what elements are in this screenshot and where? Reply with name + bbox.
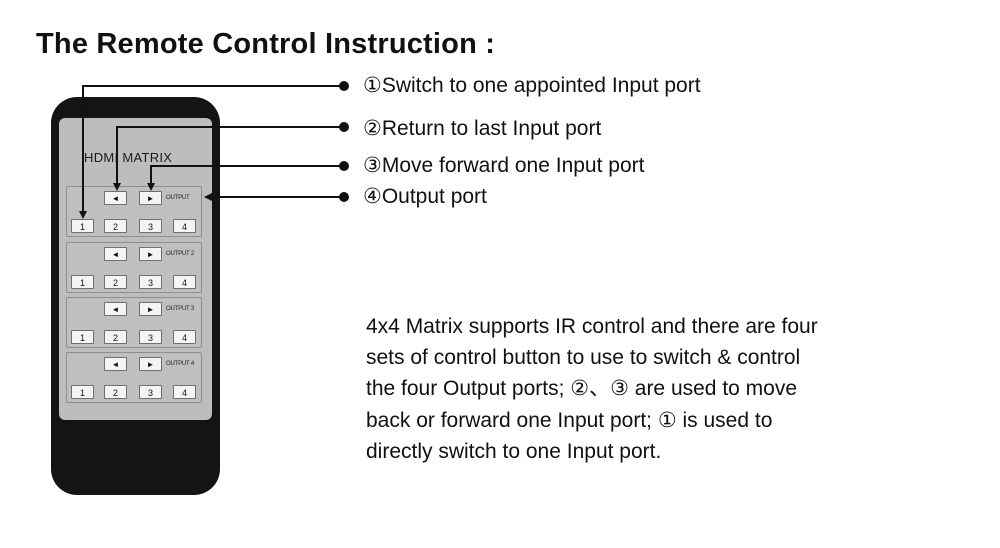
output-2-next-input-button[interactable]: ► (139, 247, 162, 261)
output-4-label: OUTPUT 4 (166, 361, 194, 367)
output-1-next-input-button[interactable]: ► (139, 191, 162, 205)
output-4-input-1-button[interactable]: 1 (71, 385, 94, 399)
output-3-input-1-button[interactable]: 1 (71, 330, 94, 344)
output-2-input-3-button[interactable]: 3 (139, 275, 162, 289)
callout-4-dot (339, 192, 349, 202)
callout-1-dot (339, 81, 349, 91)
callout-3-text: ③Move forward one Input port (363, 154, 645, 177)
output-1-input-4-button[interactable]: 4 (173, 219, 196, 233)
page-title: The Remote Control Instruction : (36, 28, 496, 60)
callout-3-dot (339, 161, 349, 171)
callout-4-text: ④Output port (363, 185, 487, 208)
output-2-input-2-button[interactable]: 2 (104, 275, 127, 289)
output-3-previous-input-button[interactable]: ◄ (104, 302, 127, 316)
output-3-input-3-button[interactable]: 3 (139, 330, 162, 344)
description-line: sets of control button to use to switch … (366, 346, 801, 370)
output-4-input-4-button[interactable]: 4 (173, 385, 196, 399)
callout-1-text: ①Switch to one appointed Input port (363, 74, 701, 97)
output-3-input-2-button[interactable]: 2 (104, 330, 127, 344)
output-1-input-2-button[interactable]: 2 (104, 219, 127, 233)
output-2-input-4-button[interactable]: 4 (173, 275, 196, 289)
output-4-previous-input-button[interactable]: ◄ (104, 357, 127, 371)
output-3-input-4-button[interactable]: 4 (173, 330, 196, 344)
description-line: 4x4 Matrix supports IR control and there… (366, 315, 818, 338)
output-3-next-input-button[interactable]: ► (139, 302, 162, 316)
output-2-input-1-button[interactable]: 1 (71, 275, 94, 289)
callout-2-leader (113, 126, 344, 191)
output-2-previous-input-button[interactable]: ◄ (104, 247, 127, 261)
description-line: directly switch to one Input port. (366, 439, 662, 463)
output-1-label: OUTPUT (166, 195, 190, 201)
callout-3-leader (147, 165, 344, 191)
description-paragraph: 4x4 Matrix supports IR control and there… (366, 311, 906, 467)
callout-2-text: ②Return to last Input port (363, 117, 602, 140)
description-line: the four Output ports; ②、③ are used to m… (366, 377, 798, 401)
output-2-label: OUTPUT 2 (166, 251, 194, 257)
output-1-previous-input-button[interactable]: ◄ (104, 191, 127, 205)
output-4-next-input-button[interactable]: ► (139, 357, 162, 371)
output-4-input-3-button[interactable]: 3 (139, 385, 162, 399)
output-4-input-2-button[interactable]: 2 (104, 385, 127, 399)
description-line: back or forward one Input port; ① is use… (366, 408, 773, 432)
output-1-input-1-button[interactable]: 1 (71, 219, 94, 233)
output-1-input-3-button[interactable]: 3 (139, 219, 162, 233)
callout-1-leader (79, 85, 344, 219)
remote-brand-label: HDMI MATRIX (84, 150, 173, 165)
output-3-label: OUTPUT 3 (166, 306, 194, 312)
callout-2-dot (339, 122, 349, 132)
